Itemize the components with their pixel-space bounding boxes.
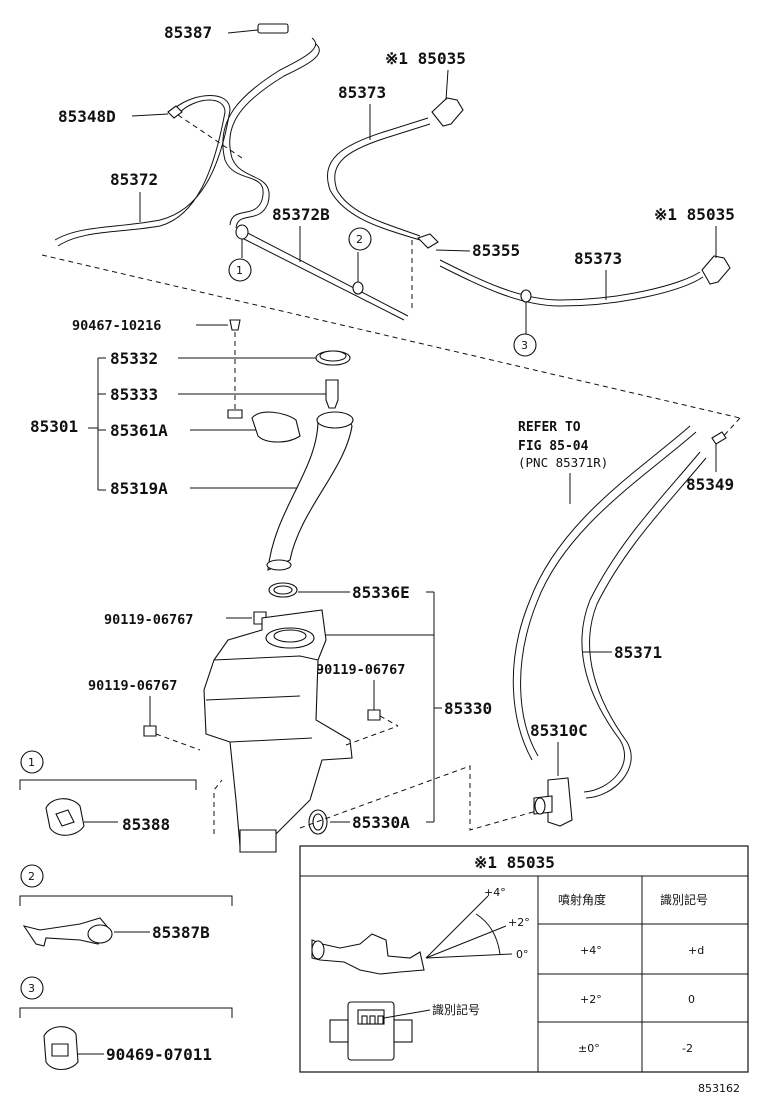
label-85372: 85372 — [110, 170, 158, 189]
label-90119-c: 90119-06767 — [316, 662, 405, 678]
label-85330: 85330 — [444, 699, 492, 718]
label-85319A: 85319A — [110, 479, 168, 498]
leader-dashed — [177, 114, 246, 161]
label-85388: 85388 — [122, 815, 170, 834]
table-mark-row3: -2 — [682, 1042, 693, 1055]
svg-text:2: 2 — [28, 870, 35, 883]
angle-label-0: 0° — [516, 948, 529, 961]
hose-85373-right-edge — [439, 265, 704, 307]
label-85035-top: ※1 85035 — [385, 49, 466, 68]
table-col-mark: 識別記号 — [660, 892, 708, 907]
tube-85372B — [237, 227, 409, 317]
nozzle-85035-top — [431, 97, 464, 127]
key-circle-1 — [20, 750, 44, 774]
label-85301: 85301 — [30, 417, 78, 436]
label-85372B: 85372B — [272, 205, 330, 224]
key-circle-3 — [20, 976, 44, 1000]
joint-2 — [352, 281, 364, 295]
clip-85387 — [257, 23, 289, 34]
nozzle-85035-right — [701, 255, 731, 285]
callout-circle-1 — [228, 258, 252, 282]
hose-85371R — [512, 425, 691, 761]
svg-text:1: 1 — [28, 756, 35, 769]
label-90467: 90467-10216 — [72, 318, 161, 334]
hose-85372-left — [54, 95, 231, 241]
joint-3 — [520, 289, 532, 303]
callout-circle-2 — [348, 227, 372, 251]
strainer-85333 — [325, 379, 339, 409]
refer-line-3: (PNC 85371R) — [518, 455, 608, 470]
boundary-dashed-line — [41, 254, 741, 419]
label-90469: 90469-07011 — [106, 1045, 212, 1064]
key-circle-2 — [20, 864, 44, 888]
leader-dashed — [719, 417, 741, 441]
table-col-angle: 噴射角度 — [558, 892, 606, 907]
joint-1 — [235, 224, 249, 240]
table-title: ※1 85035 — [474, 853, 555, 872]
figure-id: 853162 — [698, 1082, 740, 1095]
hose-85373-right — [439, 259, 701, 301]
angle-label-2: +2° — [508, 916, 530, 929]
clip-85387B — [22, 917, 111, 947]
label-85348D: 85348D — [58, 107, 116, 126]
svg-text:1: 1 — [236, 264, 243, 277]
joint-85355 — [416, 233, 439, 249]
id-mark-label: 識別記号 — [432, 1002, 480, 1017]
table-mark-row2: 0 — [688, 993, 695, 1006]
refer-line-1: REFER TO — [518, 420, 581, 435]
hose-85373-edge — [334, 123, 431, 237]
nozzle-side-view — [311, 933, 425, 975]
connector-85348D — [167, 105, 183, 119]
clip-base — [227, 409, 243, 419]
label-85373-right: 85373 — [574, 249, 622, 268]
bolt-90119-b — [143, 725, 157, 737]
leader — [435, 249, 471, 252]
bolt-90467 — [229, 319, 241, 331]
leader — [227, 29, 259, 34]
leader — [445, 69, 449, 101]
label-85332: 85332 — [110, 349, 158, 368]
leader — [131, 113, 169, 117]
label-85387: 85387 — [164, 23, 212, 42]
table-angle-row2: +2° — [580, 993, 602, 1006]
angle-line-0 — [425, 953, 513, 959]
svg-text:2: 2 — [356, 233, 363, 246]
refer-line-2: FIG 85-04 — [518, 439, 589, 454]
label-85336E: 85336E — [352, 583, 410, 602]
label-85355: 85355 — [472, 241, 520, 260]
joint-85349 — [711, 431, 727, 445]
callout-circle-3 — [513, 333, 537, 357]
pump-outlet — [239, 829, 277, 853]
hose-85373 — [327, 117, 429, 241]
svg-text:3: 3 — [28, 982, 35, 995]
label-85349: 85349 — [686, 475, 734, 494]
hose-85372 — [222, 37, 317, 226]
label-85310C: 85310C — [530, 721, 588, 740]
clamp-85361A — [251, 411, 301, 443]
washer-tank-85330 — [203, 609, 353, 847]
bolt-90119-c — [367, 709, 381, 721]
angle-label-4: +4° — [484, 886, 506, 899]
table-angle-row3: ±0° — [578, 1042, 600, 1055]
label-85035-right: ※1 85035 — [654, 205, 735, 224]
label-85361A: 85361A — [110, 421, 168, 440]
label-85373-top: 85373 — [338, 83, 386, 102]
table-mark-row1: +d — [688, 944, 704, 957]
label-85387B: 85387B — [152, 923, 210, 942]
table-angle-row1: +4° — [580, 944, 602, 957]
label-85330A: 85330A — [352, 813, 410, 832]
tube-85372B-edge — [237, 235, 405, 321]
svg-text:3: 3 — [521, 339, 528, 352]
label-90119-b: 90119-06767 — [88, 678, 177, 694]
pump-85310C — [547, 777, 573, 827]
hose-85372-left-edge — [57, 99, 226, 247]
hose-85371 — [581, 451, 701, 793]
label-90119-a: 90119-06767 — [104, 612, 193, 628]
label-85371: 85371 — [614, 643, 662, 662]
hose-85372-edge — [229, 43, 320, 229]
label-85333: 85333 — [110, 385, 158, 404]
angle-line-4 — [425, 895, 489, 959]
